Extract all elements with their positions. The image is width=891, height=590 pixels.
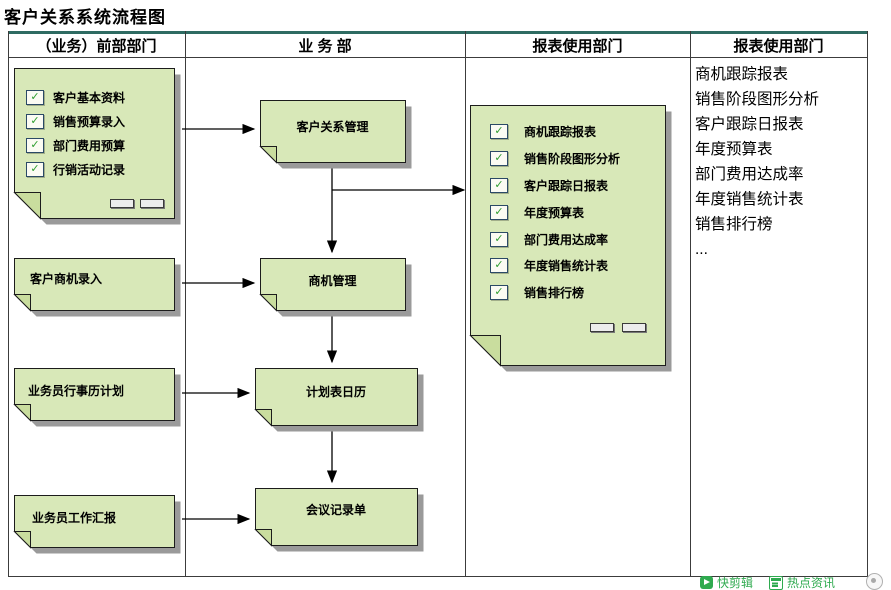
report-item-label: 销售阶段图形分析 (524, 151, 621, 166)
report-item-label: 年度预算表 (524, 205, 585, 220)
checkbox-icon: ✓ (490, 123, 508, 139)
checkbox-icon: ✓ (490, 204, 508, 220)
doc-label: 业务员行事历计划 (28, 384, 125, 398)
report-list-line: ... (695, 241, 708, 258)
report-list-line: 年度预算表 (695, 141, 773, 158)
header-divider (8, 57, 868, 58)
checkbox-icon: ✓ (26, 89, 44, 105)
checkbox-icon: ✓ (26, 113, 44, 129)
doc-label: 客户商机录入 (30, 272, 103, 286)
table-top-rule (8, 31, 868, 34)
hot-news-label: 热点资讯 (787, 576, 836, 590)
quick-clip-label: 快剪辑 (717, 576, 754, 590)
column-header-report-users-2: 报表使用部门 (733, 38, 824, 55)
column-divider-2 (465, 31, 466, 577)
column-divider-3 (690, 31, 691, 577)
report-name-list: 商机跟踪报表 销售阶段图形分析 客户跟踪日报表 年度预算表 部门费用达成率 年度… (695, 62, 865, 262)
checkbox-icon: ✓ (490, 177, 508, 193)
page-title: 客户关系系统流程图 (4, 8, 166, 27)
gesture-badge-icon[interactable] (866, 573, 883, 590)
form-item-label: 部门费用预算 (53, 138, 126, 153)
doc-calendar-plan: 业务员行事历计划 (13, 368, 181, 427)
hot-news-icon (769, 575, 784, 590)
hot-news-button[interactable]: 热点资讯 (769, 574, 835, 590)
checkbox-icon: ✓ (26, 161, 44, 177)
column-header-report-users-1: 报表使用部门 (532, 38, 623, 55)
mini-button (110, 199, 134, 208)
form-item-label: 销售预算录入 (53, 114, 126, 129)
checkbox-icon: ✓ (26, 137, 44, 153)
column-header-front-dept: （业务）前部部门 (36, 38, 157, 55)
report-list-line: 部门费用达成率 (695, 166, 804, 183)
report-list-line: 商机跟踪报表 (695, 66, 789, 83)
mini-button (590, 323, 614, 332)
table-right-border (867, 31, 868, 577)
doc-input-forms: ✓ 客户基本资料 ✓ 销售预算录入 ✓ 部门费用预算 ✓ 行销活动记录 (13, 68, 181, 225)
table-bottom-border (8, 576, 868, 577)
box-meeting-record: 会议记录单 (254, 488, 424, 552)
browser-overlay-bar: 快剪辑 热点资讯 (700, 575, 835, 590)
mini-button (140, 199, 164, 208)
column-header-business-dept: 业 务 部 (298, 38, 352, 55)
quick-clip-button[interactable]: 快剪辑 (700, 574, 753, 590)
box-label: 客户关系管理 (296, 120, 369, 134)
box-label: 会议记录单 (305, 503, 366, 517)
report-item-label: 销售排行榜 (524, 285, 585, 300)
checkbox-icon: ✓ (490, 150, 508, 166)
form-item-label: 客户基本资料 (53, 90, 126, 105)
report-list-line: 销售排行榜 (695, 216, 773, 233)
quick-clip-icon (700, 576, 713, 589)
report-list-line: 客户跟踪日报表 (695, 116, 804, 133)
checkbox-icon: ✓ (490, 257, 508, 273)
column-divider-1 (185, 31, 186, 577)
report-item-label: 商机跟踪报表 (524, 124, 597, 139)
mini-button (622, 323, 646, 332)
checkbox-icon: ✓ (490, 284, 508, 300)
box-crm-management: 客户关系管理 (259, 100, 412, 169)
report-item-label: 部门费用达成率 (524, 232, 609, 247)
doc-label: 业务员工作汇报 (32, 511, 117, 525)
report-list-line: 销售阶段图形分析 (695, 91, 820, 108)
box-opportunity-management: 商机管理 (259, 258, 412, 317)
doc-work-report: 业务员工作汇报 (13, 495, 181, 554)
doc-report-list: ✓ 商机跟踪报表 ✓ 销售阶段图形分析 ✓ 客户跟踪日报表 ✓ 年度预算表 ✓ 部门费用达… (469, 105, 672, 372)
checkbox-icon: ✓ (490, 231, 508, 247)
box-label: 商机管理 (308, 274, 357, 288)
box-label: 计划表日历 (305, 385, 366, 399)
box-schedule-calendar: 计划表日历 (254, 368, 424, 432)
doc-opportunity-entry: 客户商机录入 (13, 258, 181, 317)
report-item-label: 年度销售统计表 (524, 258, 609, 273)
table-left-border (8, 31, 9, 577)
report-item-label: 客户跟踪日报表 (524, 178, 609, 193)
form-item-label: 行销活动记录 (53, 162, 126, 177)
report-list-line: 年度销售统计表 (695, 191, 804, 208)
